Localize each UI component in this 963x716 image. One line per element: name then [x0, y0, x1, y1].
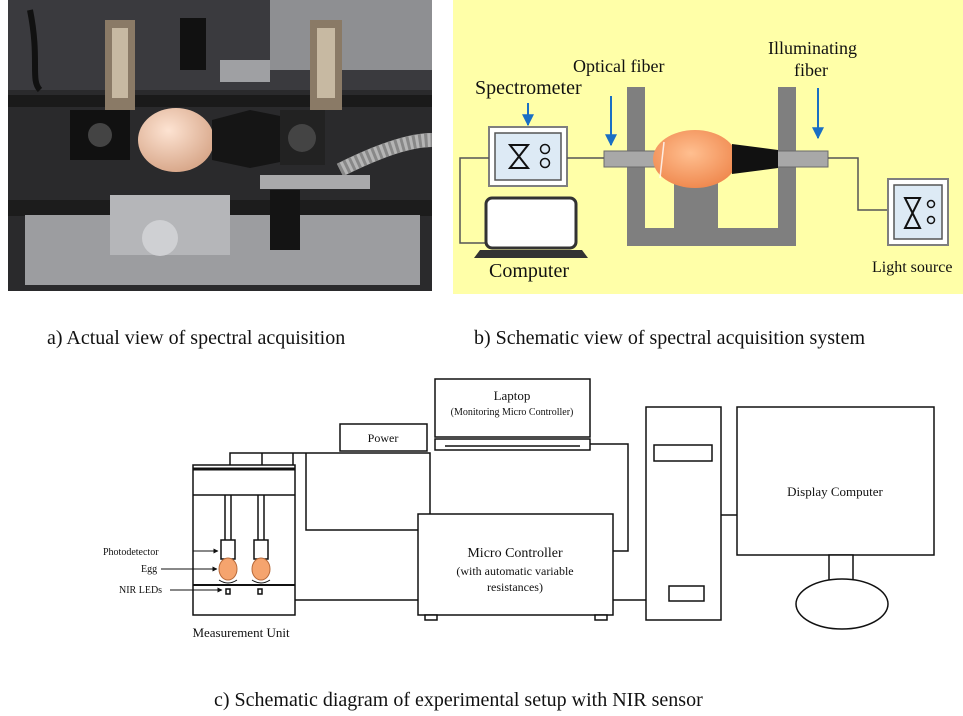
caption-b: b) Schematic view of spectral acquisitio…	[474, 327, 865, 349]
label-micro-controller: Micro Controller	[467, 546, 563, 561]
egg-1	[218, 557, 238, 581]
label-spectrometer: Spectrometer	[475, 77, 582, 99]
illumination-cone	[732, 144, 778, 174]
schematic-panel-b: Spectrometer Optical fiber Illuminating …	[453, 0, 963, 294]
computer-icon	[474, 196, 588, 258]
label-optical-fiber: Optical fiber	[573, 56, 664, 76]
label-display-computer: Display Computer	[787, 484, 883, 499]
label-light-source: Light source	[872, 259, 952, 276]
label-laptop: Laptop	[494, 388, 531, 403]
egg-2	[251, 557, 271, 581]
egg-photo	[138, 108, 214, 172]
spectrometer-device	[488, 126, 568, 187]
hourglass-icon	[507, 144, 531, 169]
photo-panel	[8, 0, 433, 291]
label-power: Power	[368, 431, 399, 445]
caption-a: a) Actual view of spectral acquisition	[47, 327, 345, 349]
label-laptop-sub: (Monitoring Micro Controller)	[451, 407, 574, 418]
schematic-panel-c	[192, 378, 935, 630]
egg-schematic	[653, 130, 737, 188]
hourglass-icon	[903, 197, 922, 229]
label-illuminating-line1: Illuminating	[768, 38, 857, 58]
sample-holder	[627, 87, 796, 246]
label-micro-controller-sub2: resistances)	[487, 580, 543, 594]
label-photodetector: Photodetector	[103, 547, 159, 558]
label-illuminating-line2: fiber	[794, 60, 828, 80]
label-computer: Computer	[489, 260, 569, 282]
label-egg: Egg	[141, 564, 157, 575]
label-nir-leds: NIR LEDs	[119, 585, 162, 596]
label-micro-controller-sub1: (with automatic variable	[456, 564, 573, 578]
label-measurement-unit: Measurement Unit	[192, 625, 290, 640]
caption-c: c) Schematic diagram of experimental set…	[214, 689, 703, 711]
light-source-device	[887, 178, 949, 246]
